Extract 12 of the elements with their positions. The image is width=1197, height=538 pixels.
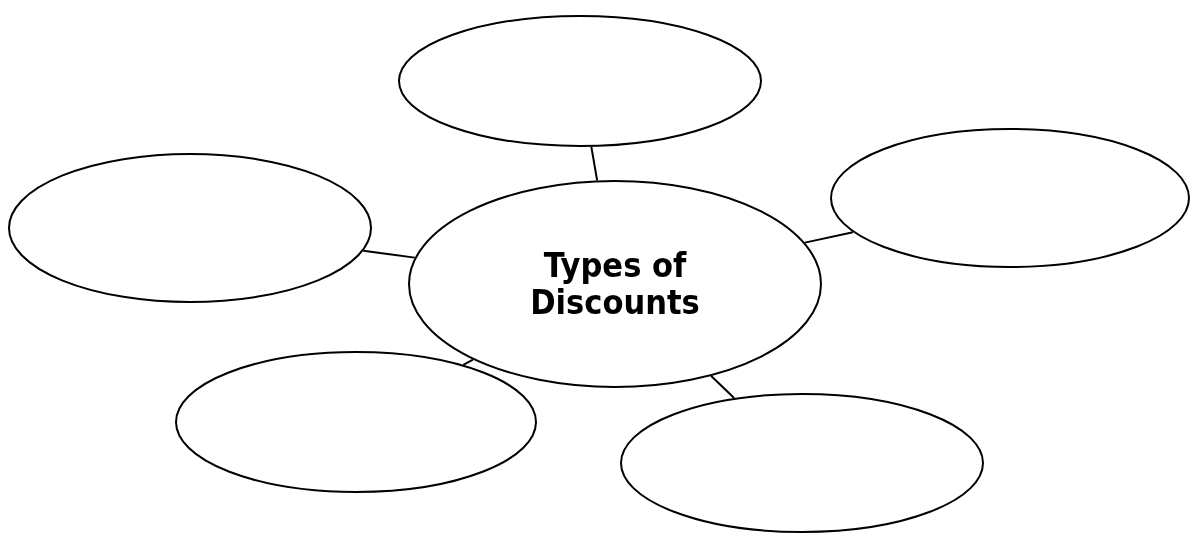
connector-line	[362, 249, 416, 259]
connector-line	[462, 358, 474, 366]
empty-ellipse	[830, 128, 1190, 268]
topic-label: Types of Discounts	[529, 246, 701, 322]
empty-ellipse	[175, 351, 537, 493]
topic-ellipse	[408, 180, 822, 388]
connector-line	[710, 375, 736, 400]
connector-line	[590, 145, 599, 182]
connector-line	[803, 231, 854, 244]
empty-ellipse	[8, 153, 372, 303]
empty-ellipse	[398, 15, 762, 147]
empty-ellipse	[620, 393, 984, 533]
